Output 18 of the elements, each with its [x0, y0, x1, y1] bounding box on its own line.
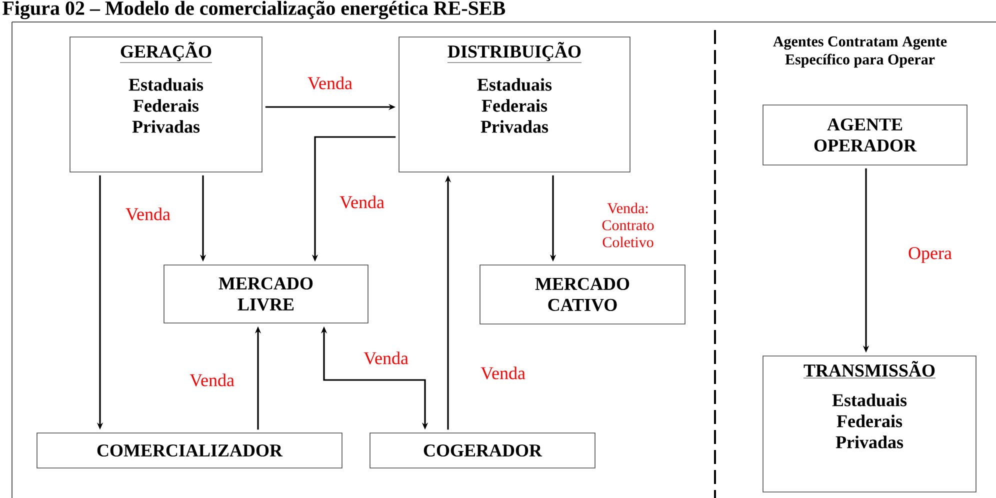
note-text: Agentes Contratam Agente Específico para Operar — [773, 36, 947, 68]
text-box: COGERADOR — [370, 432, 596, 468]
edge-label: Venda: Contrato Coletivo — [591, 202, 665, 248]
edge-label: Venda — [362, 350, 410, 366]
edge-label: Venda — [480, 366, 526, 380]
group-box: TRANSMISSÃO Estaduais Federais Privadas — [762, 356, 976, 492]
text-box: AGENTE OPERADOR — [762, 104, 968, 166]
group-box: GERAÇÃO Estaduais Federais Privadas — [70, 36, 262, 172]
title: Figura 02 – Modelo de comercialização energética RE-SEB — [2, 0, 506, 20]
edge-label: Venda — [306, 76, 354, 90]
edge-label: Venda — [124, 206, 172, 222]
edge-label: Opera — [907, 246, 953, 264]
text-box: MERCADO LIVRE — [164, 264, 368, 324]
text-box: COMERCIALIZADOR — [36, 432, 342, 468]
text-box: MERCADO CATIVO — [480, 264, 686, 324]
group-box: DISTRIBUIÇÃO Estaduais Federais Privadas — [398, 36, 630, 172]
edge-label: Venda — [188, 372, 236, 388]
edge-label: Venda — [338, 194, 386, 210]
